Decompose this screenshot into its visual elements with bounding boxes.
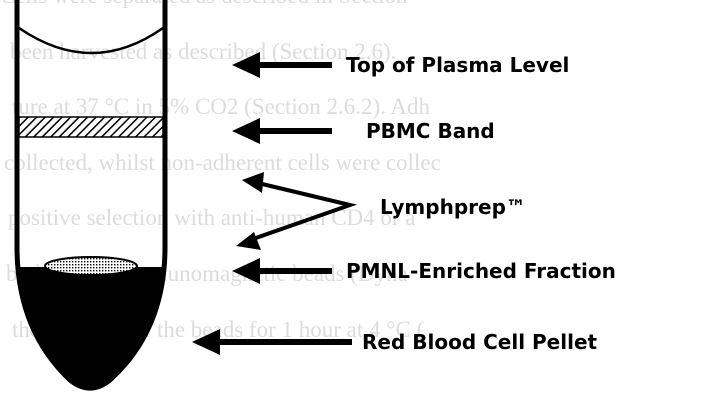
arrow-red-blood-cell <box>192 329 352 355</box>
centrifuge-tube <box>0 0 200 396</box>
pbmc-band <box>19 117 163 137</box>
plasma-meniscus <box>19 28 163 53</box>
label-top-of-plasma-level: Top of Plasma Level <box>346 53 569 77</box>
arrows <box>192 52 352 355</box>
arrow-pmnl <box>232 258 332 284</box>
red-blood-cell-pellet <box>0 267 200 396</box>
pmnl-fraction-layer <box>45 257 137 275</box>
label-pmnl-enriched-fraction: PMNL-Enriched Fraction <box>346 259 616 283</box>
label-red-blood-cell-pellet: Red Blood Cell Pellet <box>362 330 598 354</box>
label-lymphprep: Lymphprep™ <box>380 195 526 219</box>
arrow-top-plasma <box>232 52 332 78</box>
arrow-lymphprep <box>236 172 350 250</box>
arrow-pbmc <box>232 118 332 144</box>
label-pbmc-band: PBMC Band <box>366 119 495 143</box>
